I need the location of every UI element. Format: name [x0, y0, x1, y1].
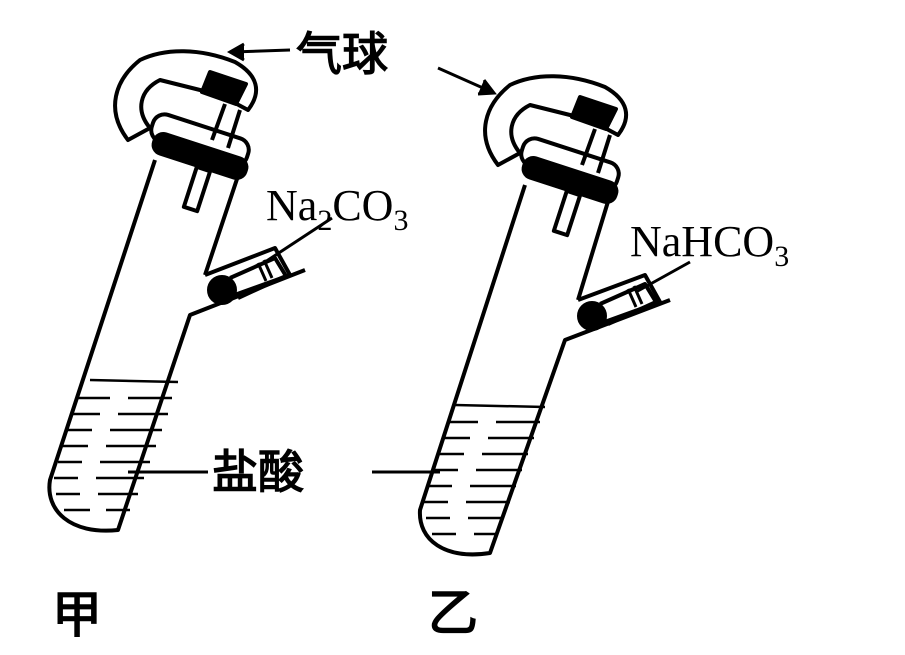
right-tube-label: 乙 — [428, 584, 478, 642]
right-acid-liquid — [424, 403, 546, 536]
left-capsule — [207, 256, 288, 305]
left-reagent-label: Na2CO3 — [266, 181, 408, 237]
acid-label: 盐酸 — [212, 445, 305, 499]
left-side-arm — [204, 246, 292, 304]
leader-lines — [128, 42, 691, 474]
right-capsule — [577, 282, 658, 331]
left-tube-label: 甲 — [52, 586, 102, 644]
right-balloon — [483, 74, 628, 174]
right-apparatus — [417, 74, 671, 557]
right-reagent-label: NaHCO3 — [630, 217, 789, 273]
left-balloon — [113, 49, 258, 149]
right-tube-body — [417, 184, 671, 557]
right-reagent-leader — [635, 260, 691, 294]
balloon-label: 气球 — [296, 27, 389, 81]
left-reagent-leader — [261, 216, 333, 266]
left-acid-liquid — [54, 378, 179, 512]
left-tube-body — [47, 159, 306, 533]
left-apparatus — [47, 49, 306, 533]
left-stopper — [149, 112, 251, 214]
right-stopper — [519, 136, 621, 238]
